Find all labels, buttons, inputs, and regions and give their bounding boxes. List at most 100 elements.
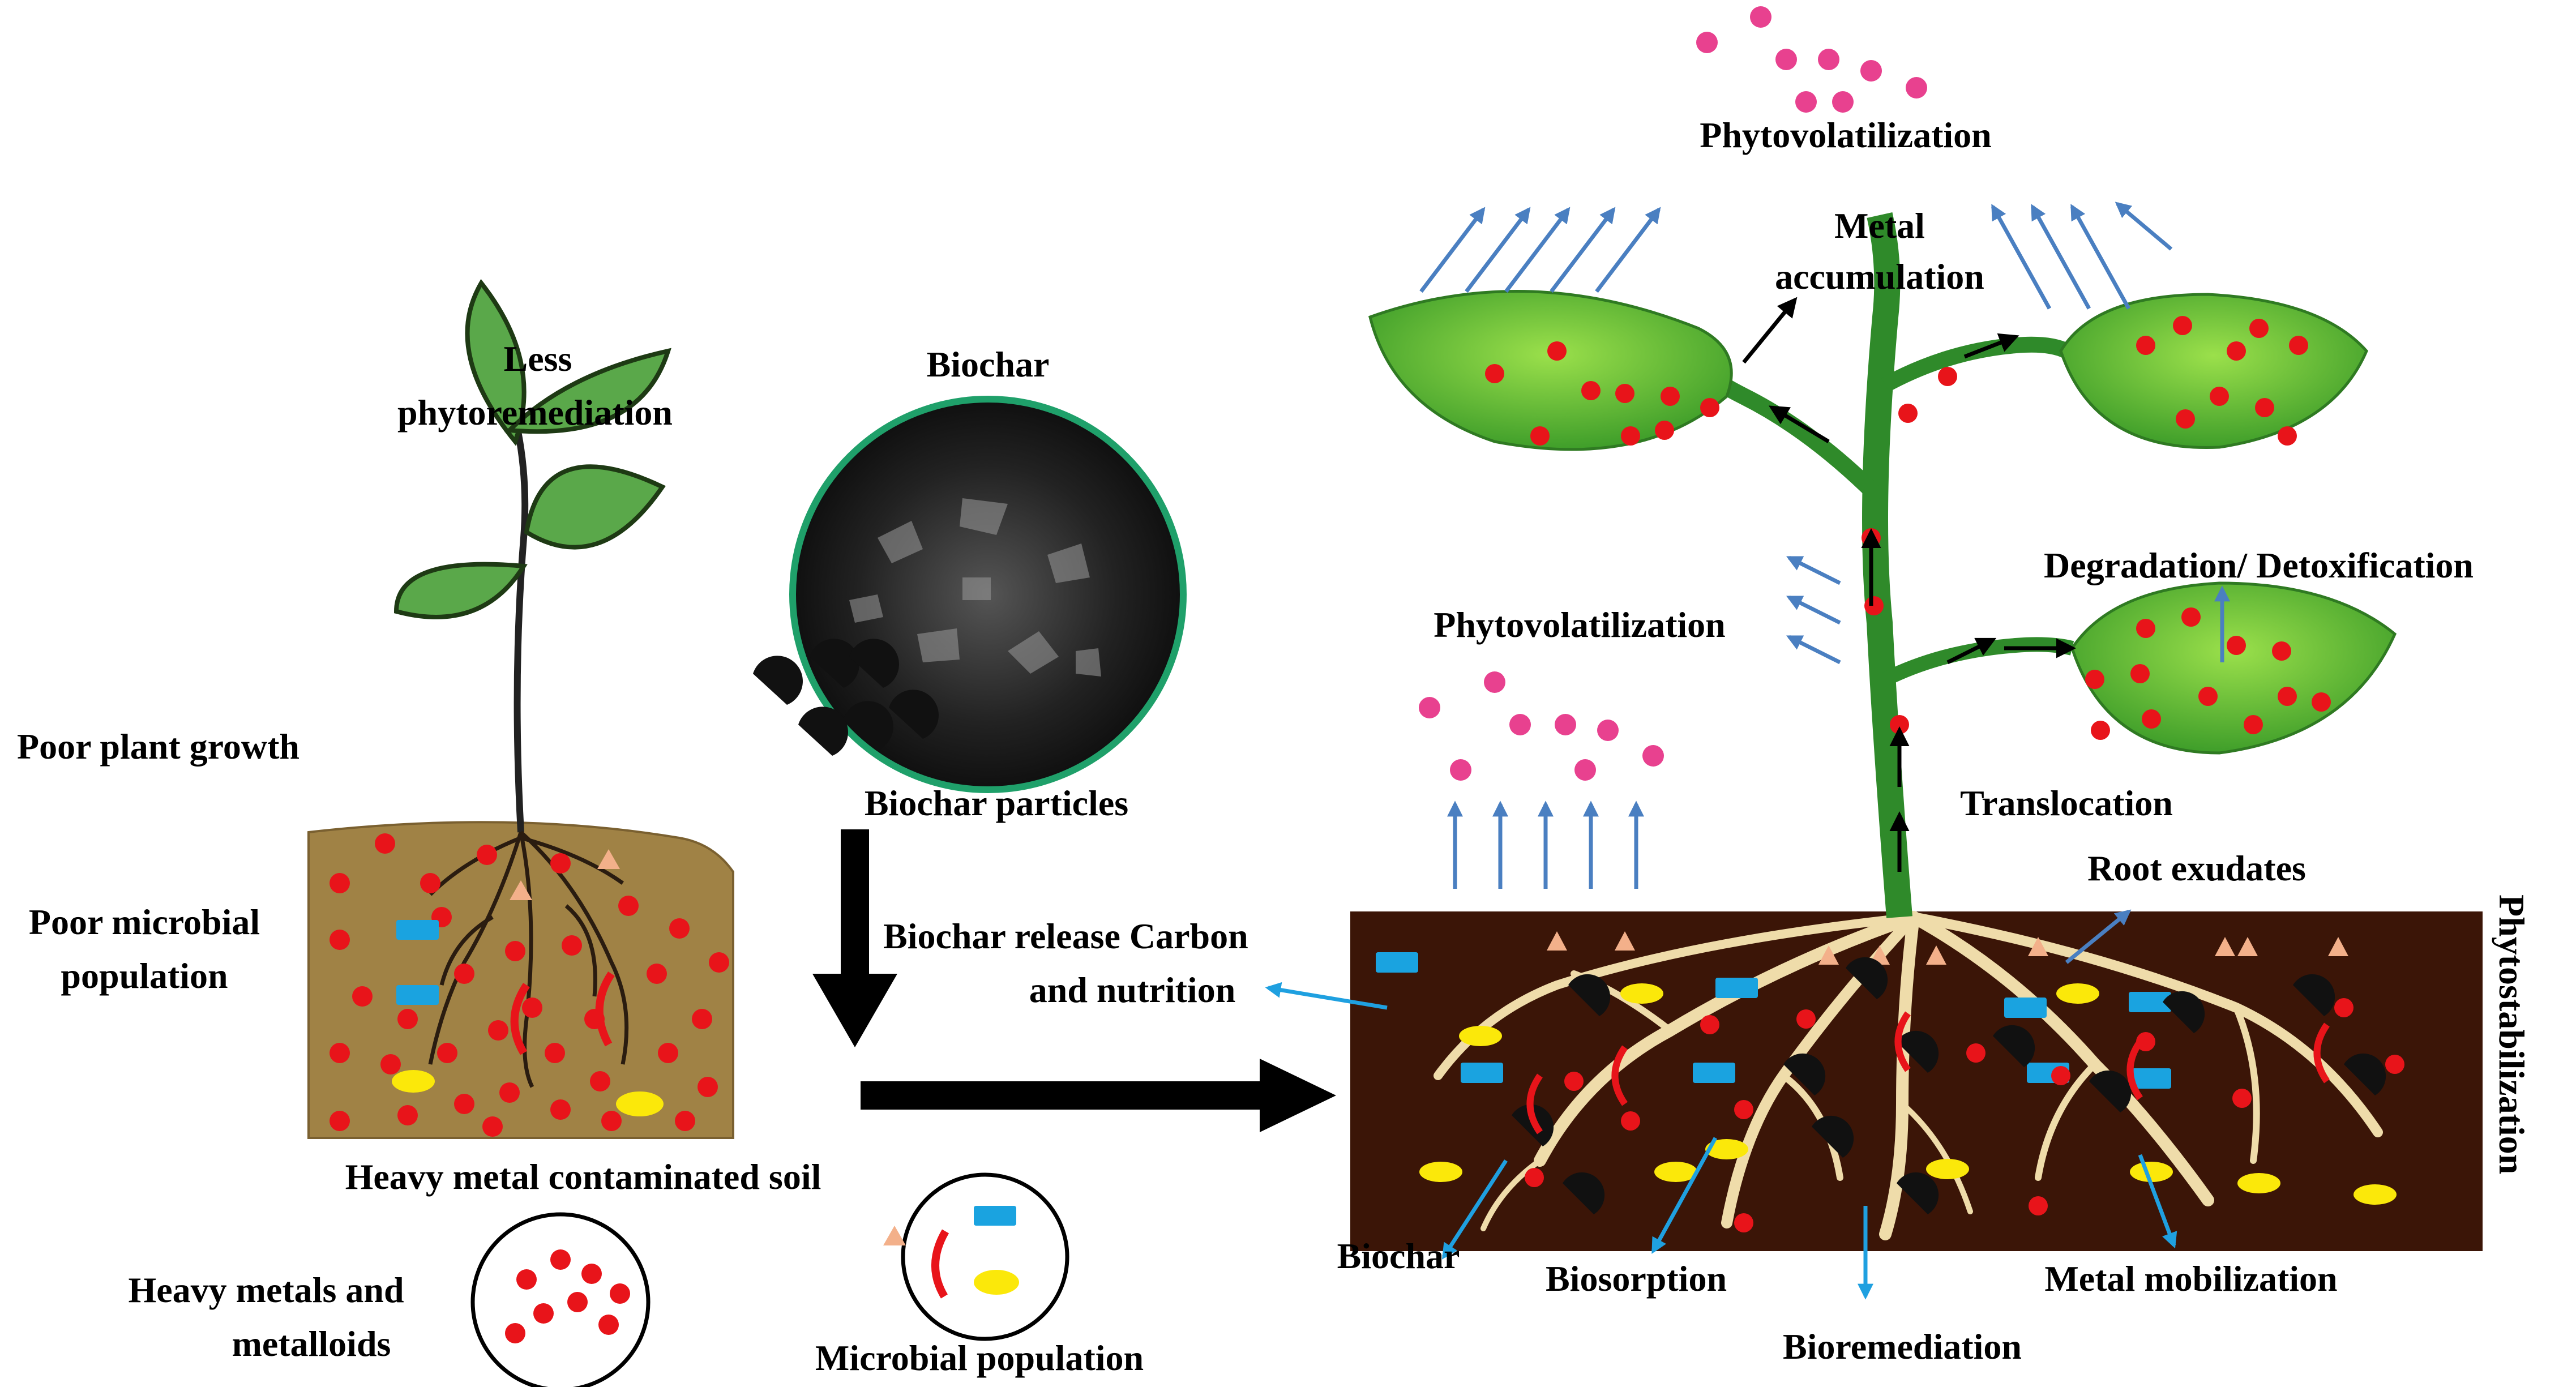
heavy-metal-dot [2198,687,2218,706]
volatile-dot [1832,91,1854,113]
label-phytostabilization: Phytostabilization [2492,894,2532,1174]
label-heavy-metals-2: metalloids [232,1324,391,1364]
microbe-peach-triangle [2328,937,2348,956]
right-metal-dots [1485,316,2331,740]
microbe-peach-triangle [1615,931,1635,951]
heavy-metal-dot [1655,421,1674,440]
biochar-particle [1897,1172,1939,1214]
volatilization-arrow [1991,204,2052,310]
heavy-metal-dot [545,1043,565,1063]
heavy-metal-dot [516,1269,537,1290]
label-poor-plant-growth: Poor plant growth [17,726,299,767]
microbe-peach-triangle [1926,945,1946,965]
microbe-blue-rect [2129,1068,2171,1089]
label-root-exudates: Root exudates [2087,848,2306,888]
heavy-metal-dot [2289,336,2308,355]
heavy-metal-dot [2244,715,2263,734]
label-biochar-particles: Biochar particles [865,783,1128,823]
biochar-particle [1563,1172,1605,1214]
label-poor-microbial-2: population [61,956,228,996]
volatilization-arrow [2115,202,2173,251]
volatile-dot [1555,714,1576,735]
volatile-dot [1795,91,1817,113]
microbe-blue-rect [2129,992,2171,1012]
microbe-blue-rect [1715,978,1758,998]
volatile-dot [1642,745,1664,767]
heavy-metal-dot [1700,398,1719,417]
heavy-metal-dot [1564,1072,1584,1091]
label-biochar-release-2: and nutrition [1029,970,1236,1010]
microbe-blue-rect [396,920,439,940]
left-plant [393,279,671,1088]
label-heavy-metal-soil: Heavy metal contaminated soil [345,1157,821,1197]
heavy-metal-dot [1796,1009,1816,1029]
left-soil-microbes [392,849,664,1116]
biochar-particle [1846,957,1888,999]
heavy-metal-dot [709,952,729,973]
volatile-dot [1450,759,1471,781]
heavy-metal-dot [1621,1111,1640,1131]
volatilization-arrow [1595,207,1661,293]
microbe-yellow-ellipse [1459,1026,1502,1046]
heavy-metal-dot [1621,426,1640,446]
translocation-arrows [1742,297,2076,872]
heavy-metal-dot [675,1111,695,1131]
microbe-yellow-ellipse [1419,1162,1462,1182]
heavy-metal-dot [330,1043,350,1063]
microbe-yellow-ellipse [2056,983,2099,1004]
label-poor-microbial-1: Poor microbial [29,902,260,942]
heavy-metal-dot [2176,409,2195,429]
microbe-yellow-ellipse [616,1091,664,1116]
heavy-metal-dot [1938,367,1957,386]
label-heavy-metals-1: Heavy metals and [128,1270,404,1310]
microbe-peach-triangle [1547,931,1567,951]
microbe-peach-triangle [1818,945,1839,965]
heavy-metal-dot [2385,1055,2404,1074]
right-plant [1368,212,2397,918]
heavy-metal-dot [2173,316,2192,335]
microbe-yellow-ellipse [1705,1139,1748,1159]
heavy-metal-dot [1581,381,1601,400]
label-microbial-population: Microbial population [815,1338,1144,1378]
heavy-metal-dot [482,1116,503,1137]
label-metal-accumulation-2: accumulation [1775,256,1984,297]
microbe-red-crescent [2126,1039,2143,1101]
heavy-metal-dot [618,896,639,916]
volatile-dot [1860,60,1882,82]
heavy-metal-dot [2227,636,2246,655]
heavy-metal-dot [1734,1100,1753,1119]
heavy-metal-dot [488,1020,508,1041]
volatilization-arrow [1786,555,1841,585]
biochar-particle [2089,1070,2132,1112]
microbe-red-crescent [1894,1011,1911,1072]
microbe-yellow-ellipse [1926,1159,1969,1179]
label-translocation: Translocation [1960,783,2173,823]
heavy-metal-dot [533,1303,554,1324]
volatilization-arrow [1550,207,1616,293]
heavy-metal-dot [454,964,474,984]
volatilization-arrow [2070,204,2131,310]
heavy-metal-dot [2334,998,2354,1017]
leaf-top-right [2059,293,2368,450]
biochar-image [789,396,1187,793]
label-biochar-soil: Biochar [1337,1236,1460,1276]
volatile-dot [1509,714,1531,735]
label-biochar-release-1: Biochar release Carbon [883,916,1248,956]
heavy-metal-dot [330,930,350,950]
volatilization-arrow [1786,635,1841,665]
microbe-blue-rect [396,985,439,1005]
heavy-metal-dot [2029,1196,2048,1215]
volatile-dot [1818,49,1839,70]
heavy-metal-dot [567,1292,588,1312]
left-soil-block [307,821,734,1139]
heavy-metal-dot [2272,641,2291,661]
heavy-metal-dot [2312,692,2331,712]
heavy-metal-dot [2181,607,2201,627]
volatile-dots [1419,6,1927,781]
flow-arrows [812,829,1336,1132]
heavy-metal-dot [581,1264,602,1284]
heavy-metal-dot [2249,319,2269,338]
biochar-particle [1812,1115,1854,1158]
